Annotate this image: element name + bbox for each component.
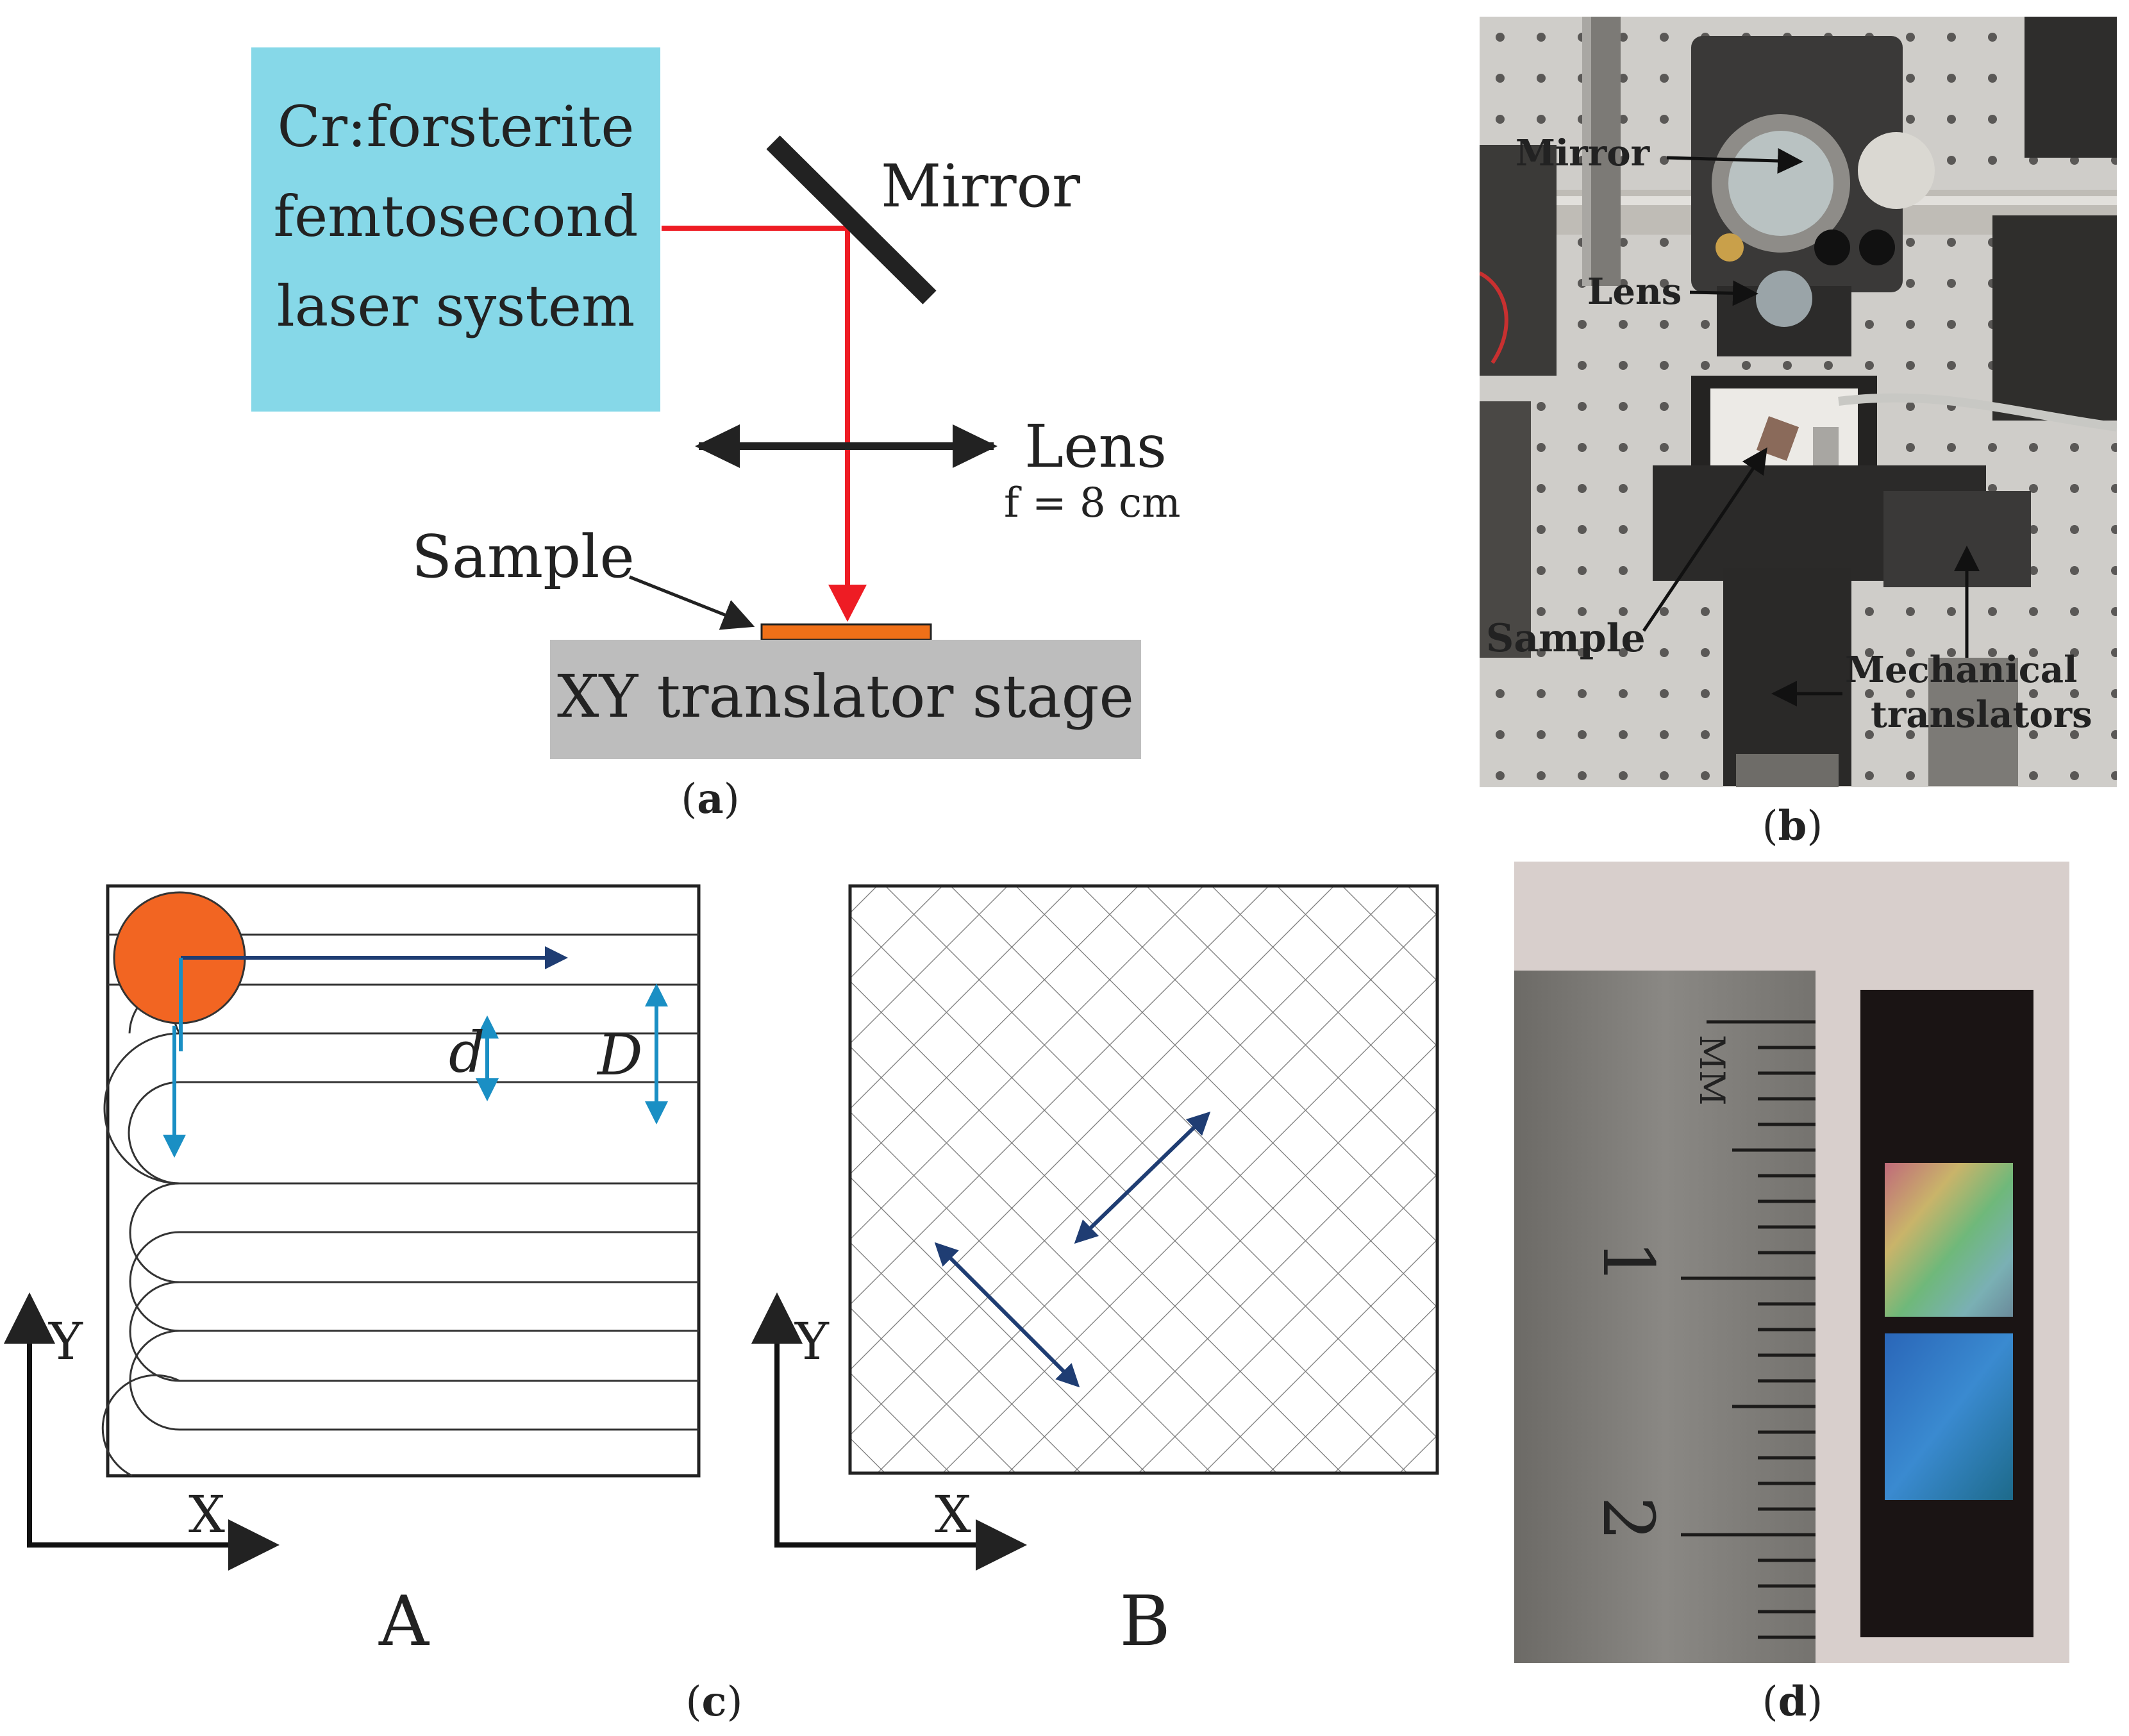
photo-lens-label: Lens <box>1587 271 1682 313</box>
panel-a: Cr:forsterite femtosecond laser system M… <box>251 47 1181 823</box>
mirror-element <box>766 135 937 305</box>
diagonal-scan-arrow-1 <box>1074 1111 1211 1244</box>
focal-length-label: f = 8 cm <box>1004 480 1181 527</box>
x-axis-label-b: X <box>935 1485 971 1544</box>
ruler-unit-label: MM <box>1692 1035 1732 1106</box>
setup-photo: Mirror Lens Sample Mechanical translator… <box>1480 17 2117 787</box>
scan-pattern-b: Y X B <box>751 884 1439 1662</box>
pattern-b-label: B <box>1119 1582 1170 1662</box>
ruler-mark-2: 2 <box>1587 1496 1669 1541</box>
laser-beam <box>662 226 850 609</box>
lens-arrow-right <box>953 424 998 468</box>
laser-box <box>251 47 660 412</box>
photo-mirror-label: Mirror <box>1515 132 1651 174</box>
panel-c: d D Y X A Y X B (c) <box>3 884 1439 1726</box>
mirror-label: Mirror <box>881 152 1080 221</box>
y-axis-label-b: Y <box>794 1312 830 1371</box>
sample-element <box>760 623 932 641</box>
lens-arrow-left <box>695 424 740 468</box>
spot-diameter-label: D <box>596 1022 643 1088</box>
panel-d: MM 1 2 (d) <box>1514 862 2069 1726</box>
treated-area-rainbow <box>1885 1163 2013 1317</box>
photo-mech-label-1: Mechanical <box>1845 649 2077 691</box>
xy-stage <box>550 640 1141 759</box>
treated-area-blue <box>1885 1333 2013 1500</box>
panel-b: Mirror Lens Sample Mechanical translator… <box>1480 17 2117 850</box>
sample-photo: MM 1 2 <box>1514 862 2069 1663</box>
caption-d: (d) <box>1762 1678 1823 1726</box>
lens-label: Lens <box>1024 412 1167 481</box>
x-axis-label-a: X <box>188 1485 225 1544</box>
y-axis-label-a: Y <box>48 1312 83 1371</box>
photo-sample-label: Sample <box>1486 616 1646 661</box>
diagonal-scan-arrow-2 <box>934 1242 1080 1388</box>
laser-label-line2: femtosecond <box>274 183 639 249</box>
pattern-a-label: A <box>378 1582 430 1662</box>
line-spacing-label: d <box>449 1019 485 1085</box>
beam-arrowhead <box>828 585 867 622</box>
stage-label: XY translator stage <box>557 662 1134 731</box>
caption-b: (b) <box>1762 802 1823 850</box>
sample-pointer <box>629 575 755 630</box>
laser-label-line1: Cr:forsterite <box>278 94 635 160</box>
caption-c: (c) <box>686 1678 743 1726</box>
sample-label: Sample <box>412 522 635 591</box>
scan-pattern-a: d D Y X A <box>3 884 701 1662</box>
caption-a: (a) <box>681 775 739 823</box>
ruler-mark-1: 1 <box>1587 1240 1669 1285</box>
laser-label-line3: laser system <box>277 273 635 339</box>
photo-mech-label-2: translators <box>1871 694 2092 736</box>
